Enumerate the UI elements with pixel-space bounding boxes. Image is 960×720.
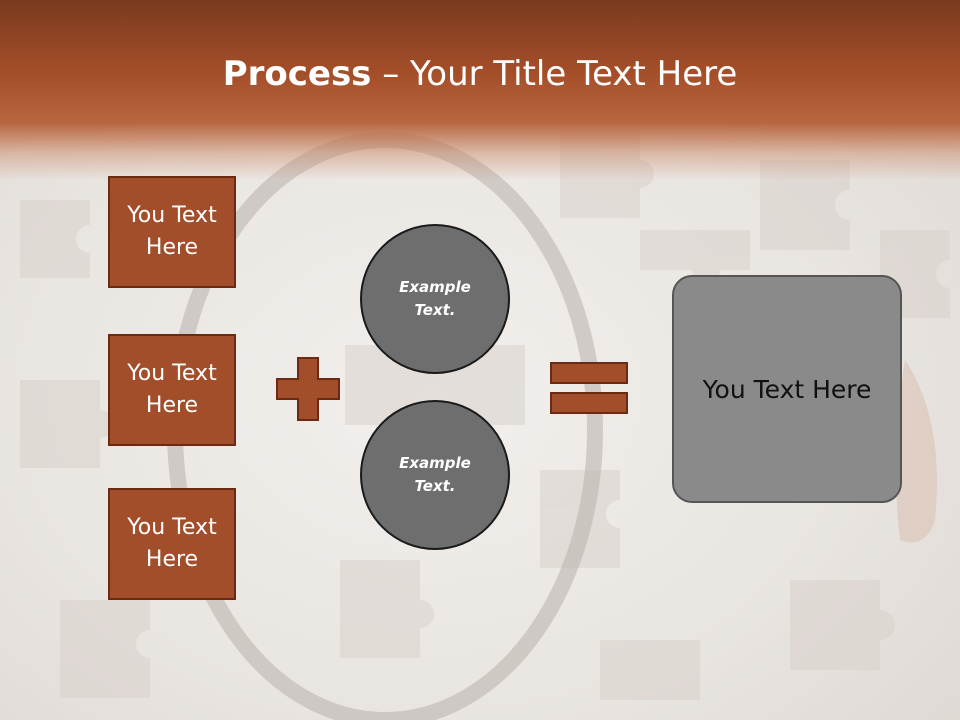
slide-title: Process – Your Title Text Here: [0, 52, 960, 96]
title-rest: – Your Title Text Here: [371, 54, 738, 94]
title-band: [0, 0, 960, 180]
result-box: You Text Here: [672, 275, 902, 503]
left-box-2-label: You Text Here: [127, 361, 217, 418]
left-box-2: You Text Here: [108, 334, 236, 446]
left-box-1: You Text Here: [108, 176, 236, 288]
circle-1: Example Text.: [360, 224, 510, 374]
circle-2-label: Example Text.: [399, 454, 471, 495]
title-bold: Process: [222, 54, 372, 94]
plus-icon: [276, 357, 340, 421]
left-box-3: You Text Here: [108, 488, 236, 600]
result-label: You Text Here: [702, 374, 872, 404]
left-box-3-label: You Text Here: [127, 515, 217, 572]
equals-icon: [550, 362, 628, 414]
circle-2: Example Text.: [360, 400, 510, 550]
circle-1-label: Example Text.: [399, 278, 471, 319]
left-box-1-label: You Text Here: [127, 203, 217, 260]
